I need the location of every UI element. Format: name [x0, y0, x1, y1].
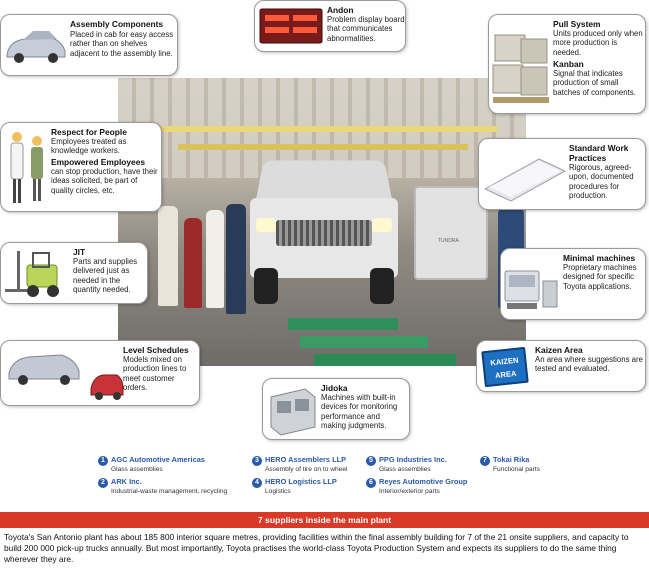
worker-figure	[206, 210, 224, 308]
callout-minimal-machines: Minimal machines Proprietary machines de…	[500, 248, 646, 320]
jit-title: JIT	[73, 247, 86, 257]
truck-hood	[255, 160, 393, 200]
supplier-name: Tokai Rika	[493, 455, 530, 464]
ceiling-beam	[138, 126, 498, 132]
pull-system-title: Pull System	[553, 19, 601, 29]
callout-kaizen-area: KAIZEN AREA Kaizen Area An area where su…	[476, 340, 646, 392]
respect-for-people-desc: Employees treated as knowledge workers.	[51, 137, 127, 156]
callout-assembly-components: Assembly Components Placed in cab for ea…	[0, 14, 178, 76]
supplier-desc: Assembly of tire on to wheel	[265, 466, 348, 473]
standard-work-title: Standard Work Practices	[569, 143, 629, 163]
truck-door: TUNDRA	[414, 186, 488, 280]
callout-jit: JIT Parts and supplies delivered just as…	[0, 242, 148, 304]
kaizen-area-desc: An area where suggestions are tested and…	[535, 355, 643, 374]
truck-badge: TUNDRA	[438, 238, 459, 244]
floor-marking	[288, 318, 398, 330]
worker-figure	[184, 218, 202, 308]
machine-icon	[504, 270, 558, 309]
tire	[370, 268, 394, 304]
kanban-title: Kanban	[553, 59, 584, 69]
car-icon	[6, 31, 66, 63]
supplier-number-badge: 2	[98, 478, 108, 488]
tire	[254, 268, 278, 304]
supplier-number-badge: 1	[98, 456, 108, 466]
supplier-desc: Interior/exterior parts	[379, 488, 440, 495]
supplier-name: PPG Industries Inc.	[379, 455, 447, 464]
assembly-line-photo: TUNDRA	[118, 78, 526, 366]
callout-jidoka: Jidoka Machines with built-in devices fo…	[262, 378, 410, 440]
floor-marking	[300, 336, 428, 348]
kaizen-area-title: Kaizen Area	[535, 345, 583, 355]
ceiling-beam	[178, 144, 468, 150]
worker-figure	[158, 206, 178, 306]
callout-respect-for-people: Respect for People Employees treated as …	[0, 122, 162, 212]
callout-andon: Andon Problem display board that communi…	[254, 0, 406, 52]
document-binder-icon	[483, 158, 567, 202]
supplier-desc: Functional parts	[493, 466, 540, 473]
supplier-desc: Logistics	[265, 488, 291, 495]
standard-work-desc: Rigorous, agreed-upon, documented proced…	[569, 163, 634, 201]
empowered-employees-title: Empowered Employees	[51, 157, 146, 167]
truck-grille	[276, 220, 372, 246]
callout-pull-system: Pull System Units produced only when mor…	[488, 14, 646, 114]
supplier-number-badge: 4	[252, 478, 262, 488]
kaizen-sign-icon: KAIZEN AREA	[481, 346, 529, 388]
supplier-number-badge: 6	[366, 478, 376, 488]
supplier-number-badge: 3	[252, 456, 262, 466]
supplier-desc: Industrial-waste management, recycling	[111, 488, 228, 495]
jidoka-title: Jidoka	[321, 383, 348, 393]
monitoring-device-icon	[270, 388, 316, 436]
minimal-machines-desc: Proprietary machines designed for specif…	[563, 263, 637, 291]
supplier-name: AGC Automotive Americas	[111, 455, 205, 464]
floor-marking	[314, 354, 456, 366]
andon-title: Andon	[327, 5, 354, 15]
workers-icon	[10, 132, 43, 203]
callout-standard-work: Standard Work Practices Rigorous, agreed…	[478, 138, 646, 210]
supplier-name: Reyes Automotive Group	[379, 477, 468, 486]
headlamp	[372, 218, 392, 232]
mixed-cars-icon	[8, 354, 124, 400]
supplier-number-badge: 7	[480, 456, 490, 466]
empowered-employees-desc: can stop production, have their ideas so…	[51, 167, 158, 195]
andon-desc: Problem display board that communicates …	[327, 15, 405, 43]
suppliers-banner: 7 suppliers inside the main plant	[0, 512, 649, 528]
assembly-components-title: Assembly Components	[70, 19, 164, 29]
supplier-name: HERO Logistics LLP	[265, 477, 337, 486]
pickup-truck	[250, 158, 398, 308]
supplier-name: HERO Assemblers LLP	[265, 455, 347, 464]
forklift-icon	[5, 251, 59, 297]
callout-level-schedules: Level Schedules Models mixed on producti…	[0, 340, 200, 406]
level-schedules-desc: Models mixed on production lines to meet…	[123, 355, 187, 393]
kanban-desc: Signal that indicates production of smal…	[553, 69, 636, 97]
footer-paragraph: Toyota's San Antonio plant has about 185…	[4, 532, 629, 564]
level-schedules-title: Level Schedules	[123, 345, 189, 355]
jit-desc: Parts and supplies delivered just as nee…	[73, 257, 138, 295]
stacked-boxes-icon	[492, 34, 549, 103]
worker-figure	[226, 204, 246, 314]
jidoka-desc: Machines with built-in devices for monit…	[321, 393, 398, 431]
headlamp	[256, 218, 276, 232]
minimal-machines-title: Minimal machines	[563, 253, 636, 263]
pull-system-desc: Units produced only when more production…	[553, 29, 643, 57]
supplier-name: ARK Inc.	[111, 477, 142, 486]
andon-board-icon	[259, 8, 323, 44]
supplier-desc: Glass assemblies	[379, 466, 431, 473]
supplier-desc: Glass assemblies	[111, 466, 163, 473]
supplier-number-badge: 5	[366, 456, 376, 466]
respect-for-people-title: Respect for People	[51, 127, 127, 137]
assembly-components-desc: Placed in cab for easy access rather tha…	[70, 30, 174, 58]
